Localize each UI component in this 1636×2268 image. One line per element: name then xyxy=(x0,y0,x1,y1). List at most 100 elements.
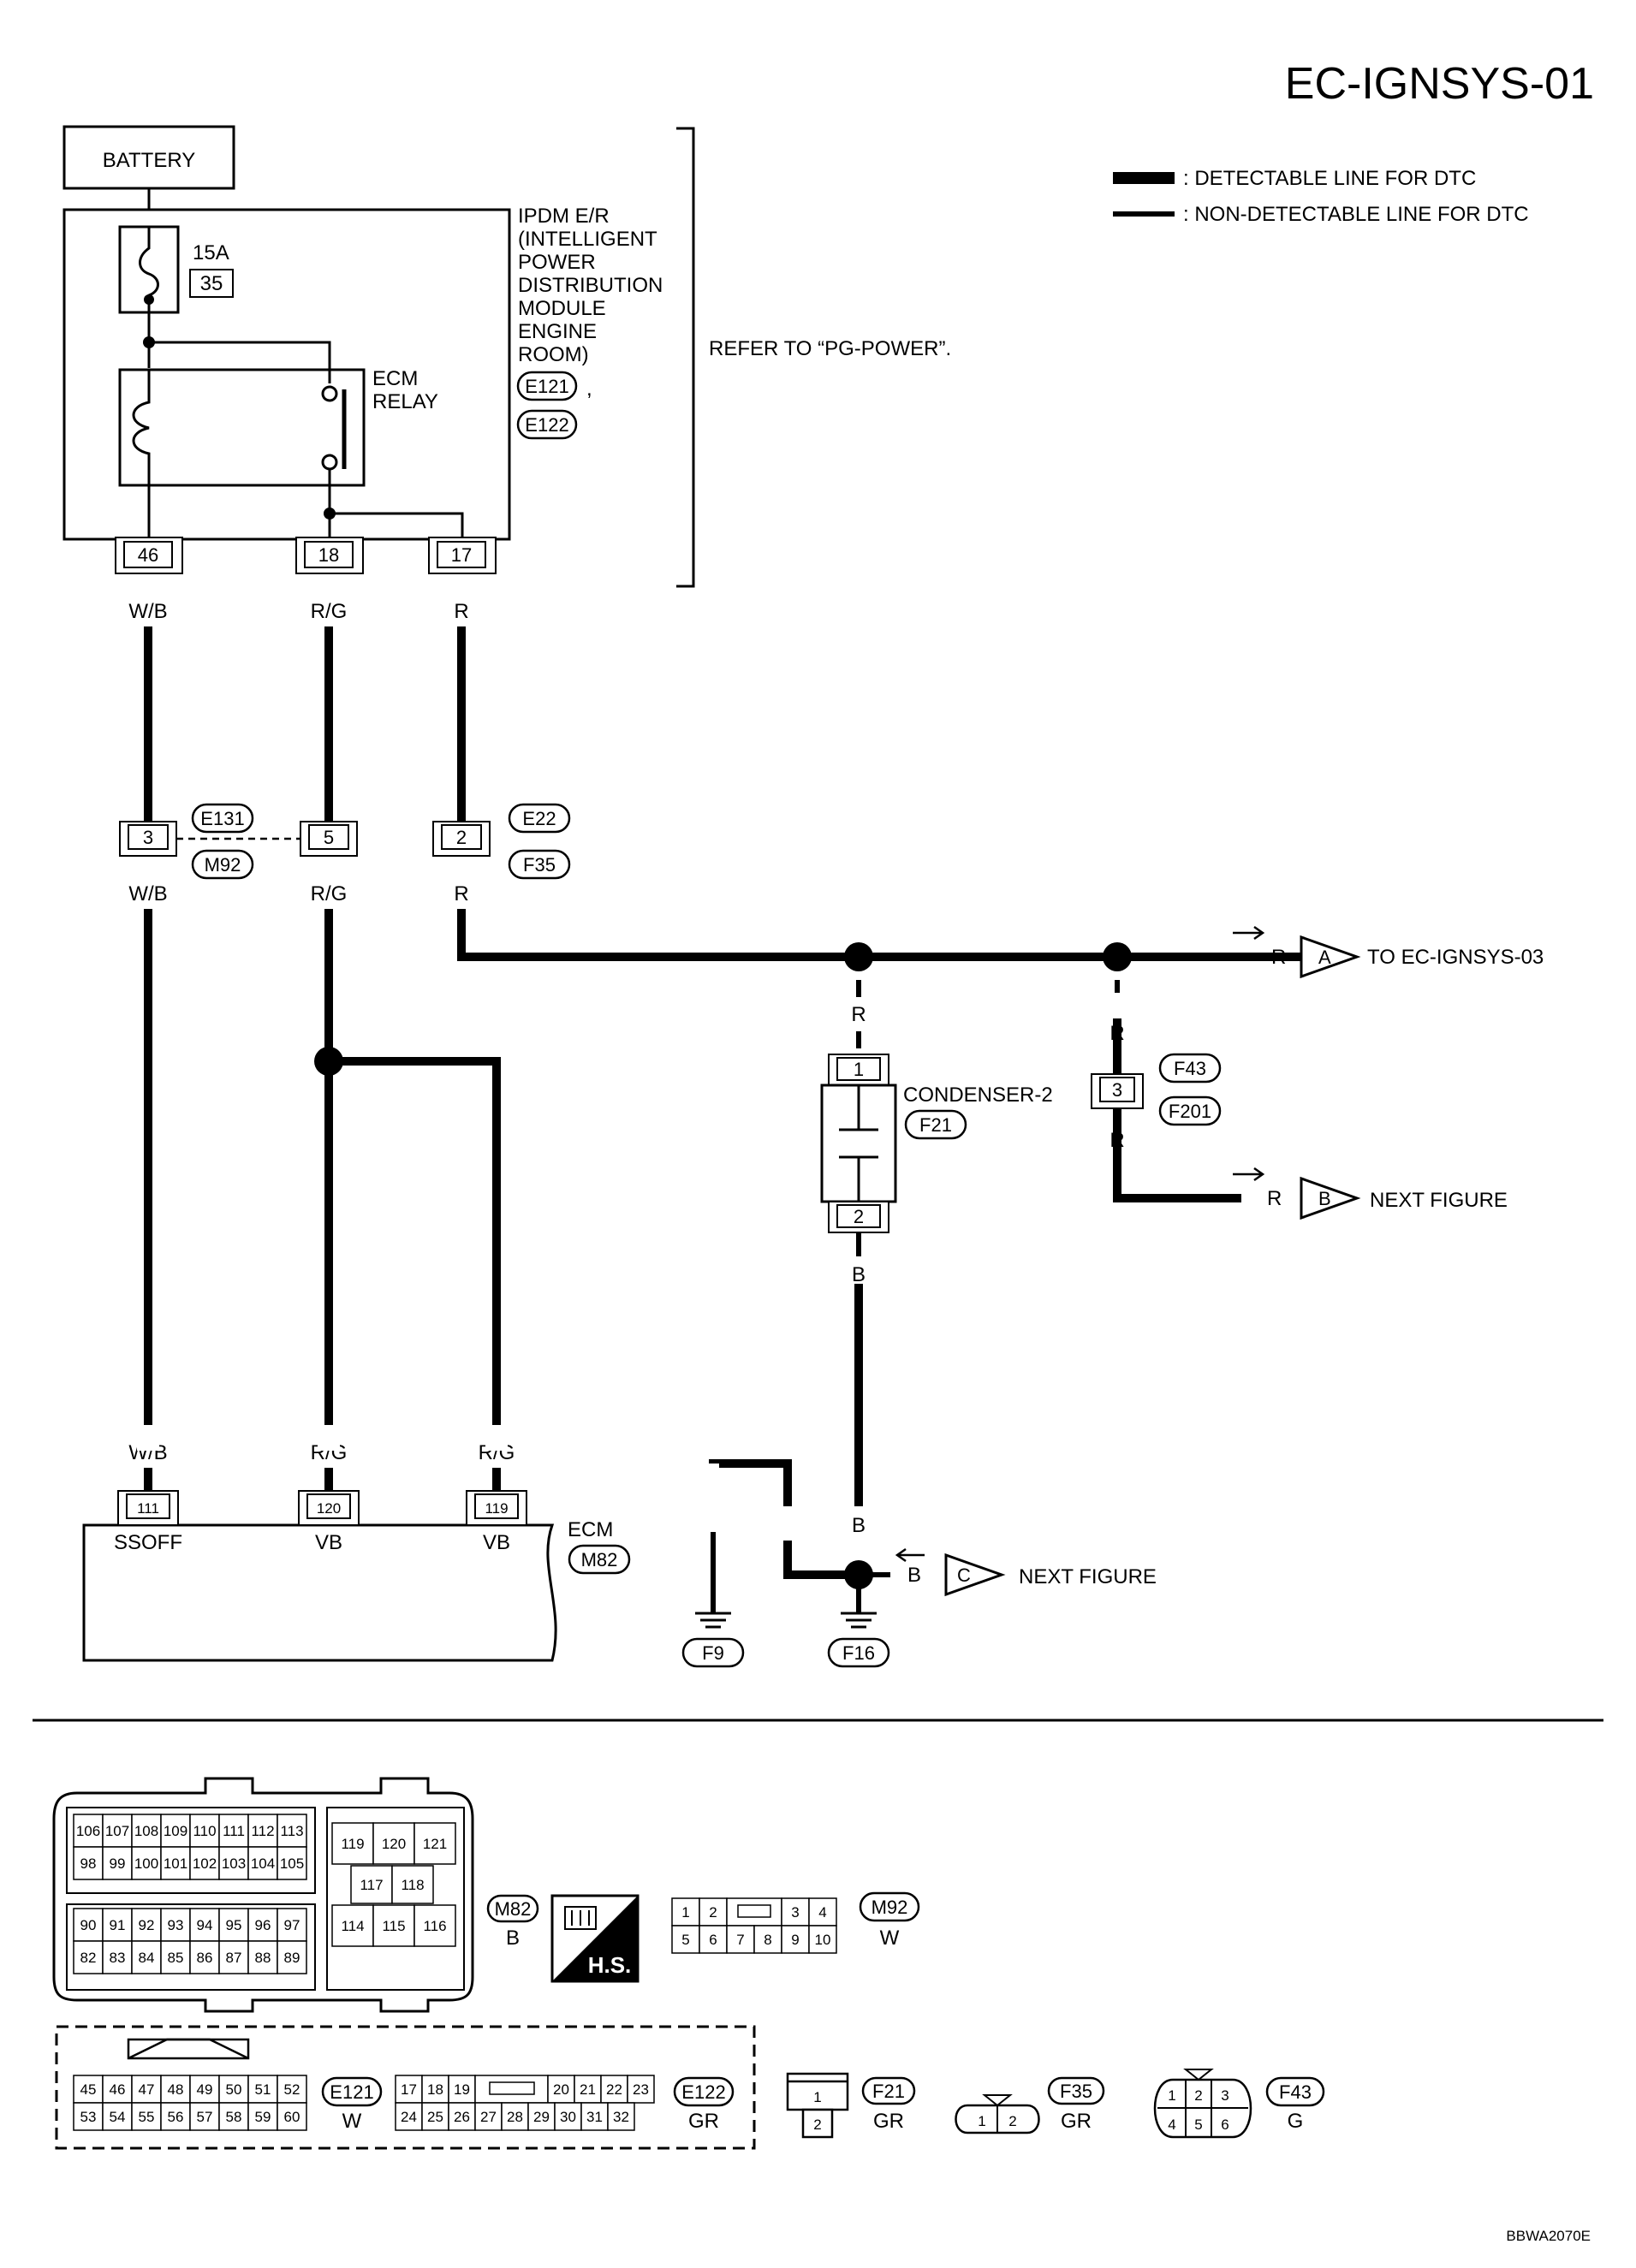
m82-cell xyxy=(413,1822,456,1865)
offpage-a[interactable]: R A TO EC-IGNSYS-03 xyxy=(1233,925,1544,979)
ecm-pin-name-vb-1: VB xyxy=(315,1531,342,1554)
m92-cell xyxy=(753,1925,782,1954)
m82-pin-108: 108 xyxy=(134,1823,158,1839)
ipdm-pin-17: 17 xyxy=(451,544,472,566)
m82-pin-85: 85 xyxy=(168,1950,184,1966)
m82-cell xyxy=(277,1908,307,1942)
e121-pin-56: 56 xyxy=(168,2109,184,2125)
ground-section: B B B F9 F16 xyxy=(681,1464,890,1668)
m82-pin-88: 88 xyxy=(255,1950,271,1966)
m82-pin-119: 119 xyxy=(341,1836,364,1852)
wire-label-rg-1: R/G xyxy=(311,600,348,623)
ipdm-er-module: 15A 35 ECM RELAY IPDM E/R (INTELLIGENT P… xyxy=(62,127,951,588)
m92-pin-3: 3 xyxy=(791,1904,799,1921)
ipdm-pin-row: 46 18 17 xyxy=(115,537,497,574)
m82-cell xyxy=(189,1908,220,1942)
ecm-label: ECM xyxy=(568,1518,613,1541)
ecm-pin-name-ssoff: SSOFF xyxy=(114,1531,182,1554)
e121-pin-51: 51 xyxy=(255,2081,271,2098)
e121-pin-54: 54 xyxy=(110,2109,126,2125)
hs-label: H.S. xyxy=(588,1952,632,1978)
m82-pin-93: 93 xyxy=(168,1917,184,1933)
f43-view-color: G xyxy=(1288,2110,1304,2133)
e121-pin-48: 48 xyxy=(168,2081,184,2098)
m82-pin-94: 94 xyxy=(197,1917,213,1933)
m92-cell xyxy=(726,1925,755,1954)
m82-pin-91: 91 xyxy=(110,1917,126,1933)
wire-label-r-5: R xyxy=(1110,1129,1124,1152)
e121-cell xyxy=(277,2102,307,2131)
e121-color: W xyxy=(342,2110,362,2133)
m82-pin-84: 84 xyxy=(139,1950,155,1966)
e122-latch-slot xyxy=(489,2081,535,2095)
wire-label-b-4: B xyxy=(852,1514,866,1537)
m92-pin-9: 9 xyxy=(791,1932,799,1948)
ipdm-label-2: (INTELLIGENT xyxy=(518,228,657,251)
m82-pin-116: 116 xyxy=(423,1918,446,1934)
e122-cell xyxy=(580,2102,609,2131)
e122-pin-21: 21 xyxy=(580,2081,596,2098)
e121-cell xyxy=(218,2102,249,2131)
condenser-pin-1: 1 xyxy=(854,1059,864,1080)
m82-pin-105: 105 xyxy=(280,1855,304,1872)
e121-pin-55: 55 xyxy=(139,2109,155,2125)
f43-view-pin-3: 3 xyxy=(1221,2087,1228,2104)
f43-view-pin-5: 5 xyxy=(1194,2117,1202,2133)
m82-cell xyxy=(277,1846,307,1880)
e122-pin-32: 32 xyxy=(613,2109,629,2125)
ground-f9-icon xyxy=(695,1612,731,1629)
wire-label-r-4: R xyxy=(1110,1022,1124,1045)
f21-pin-1: 1 xyxy=(813,2089,821,2105)
m82-pin-101: 101 xyxy=(164,1855,187,1872)
m82-cell xyxy=(160,1908,191,1942)
offpage-c[interactable]: B C NEXT FIGURE xyxy=(895,1547,1157,1597)
e121-cell xyxy=(102,2075,133,2104)
m82-cell xyxy=(160,1940,191,1974)
m82-cell xyxy=(73,1846,104,1880)
offpage-b[interactable]: R B NEXT FIGURE xyxy=(1233,1167,1508,1220)
m92-cell xyxy=(808,1897,837,1927)
splice-ground xyxy=(844,1560,873,1589)
figure-code: BBWA2070E xyxy=(1506,2228,1591,2244)
refer-note: REFER TO “PG-POWER”. xyxy=(709,337,951,360)
e122-pin-26: 26 xyxy=(454,2109,470,2125)
e122-pin-19: 19 xyxy=(454,2081,470,2098)
m82-color: B xyxy=(506,1927,520,1950)
f35-pin-2: 2 xyxy=(1008,2113,1016,2129)
e122-cell xyxy=(448,2102,476,2131)
m82-pin-109: 109 xyxy=(164,1823,187,1839)
m92-pin-4: 4 xyxy=(818,1904,826,1921)
wires-lower-thin xyxy=(711,980,1120,1605)
m82-cell xyxy=(73,1908,104,1942)
wire-label-r-3: R xyxy=(851,1003,866,1026)
f43-view-pin-1: 1 xyxy=(1168,2087,1175,2104)
joint-pin-5: 5 xyxy=(324,827,334,848)
ipdm-label-7: ROOM) xyxy=(518,343,589,366)
e121-cell xyxy=(131,2102,162,2131)
m82-pin-114: 114 xyxy=(341,1918,364,1934)
m92-pin-2: 2 xyxy=(709,1904,717,1921)
f43-pin-3: 3 xyxy=(1112,1079,1122,1101)
m92-tag: M92 xyxy=(872,1897,908,1918)
m82-cell xyxy=(391,1865,434,1904)
e121-cell xyxy=(189,2102,220,2131)
splice-r-2 xyxy=(1103,942,1132,971)
offpage-c-text: NEXT FIGURE xyxy=(1019,1565,1157,1588)
m82-pin-99: 99 xyxy=(110,1855,126,1872)
m82-cell xyxy=(218,1846,249,1880)
offpage-c-arrow-icon xyxy=(944,1553,1006,1597)
m82-pin-98: 98 xyxy=(80,1855,97,1872)
e121-cell xyxy=(277,2075,307,2104)
m82-pin-102: 102 xyxy=(193,1855,217,1872)
f35-tag: F35 xyxy=(1060,2081,1092,2102)
m82-cell xyxy=(372,1904,415,1947)
relay-label-line1: ECM xyxy=(372,367,418,390)
f43-view-tag: F43 xyxy=(1279,2081,1312,2103)
ecm-pin-120: 120 xyxy=(317,1500,341,1517)
m82-cell xyxy=(277,1814,307,1848)
e121-pin-49: 49 xyxy=(197,2081,213,2098)
m82-pin-83: 83 xyxy=(110,1950,126,1966)
